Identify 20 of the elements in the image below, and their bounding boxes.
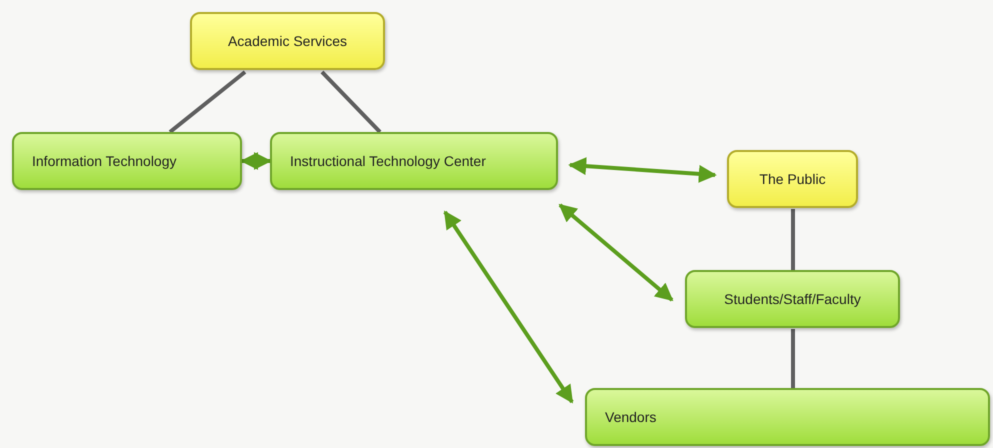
connector-line (791, 209, 795, 270)
double-arrow (568, 157, 717, 183)
node-label: The Public (759, 171, 826, 187)
rounded-box (12, 132, 242, 190)
connector-line (320, 70, 382, 134)
connector-line (168, 70, 246, 134)
node-label: Instructional Technology Center (290, 153, 486, 169)
rounded-box (270, 132, 558, 190)
node-label: Students/Staff/Faculty (724, 291, 861, 307)
node-label: Academic Services (228, 33, 348, 49)
double-arrow (558, 203, 674, 302)
double-arrow (443, 210, 574, 404)
connector-line (791, 329, 795, 388)
rounded-box (727, 150, 858, 208)
node-label: Information Technology (32, 153, 176, 169)
double-arrow (240, 152, 272, 170)
rounded-box (585, 388, 990, 446)
rounded-box (190, 12, 385, 70)
rounded-box (685, 270, 900, 328)
node-label: Vendors (605, 409, 656, 425)
